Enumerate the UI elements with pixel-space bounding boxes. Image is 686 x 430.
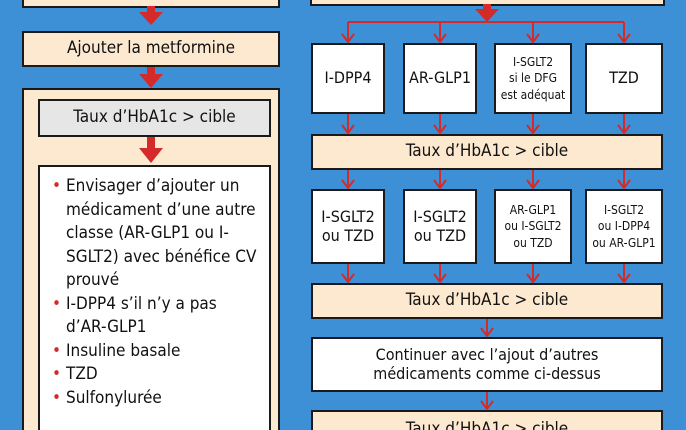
drug-option-tzd: TZD	[585, 43, 663, 114]
treatment-option: Envisager d’ajouter un médicament d’une …	[52, 175, 261, 293]
second-line-option: I-SGLT2 ou I-DPP4 ou AR-GLP1	[585, 189, 663, 264]
drug-option-glp1: AR-GLP1	[403, 43, 477, 114]
hba1c-check-2: Taux d’HbA1c > cible	[311, 283, 663, 319]
arrow-down	[526, 114, 540, 135]
thick-arrow	[475, 4, 499, 22]
arrow-down	[526, 264, 540, 284]
hba1c-check-1: Taux d’HbA1c > cible	[311, 134, 663, 170]
drug-option-sglt2: I-SGLT2 si le DFG est adéquat	[494, 43, 572, 114]
arrow-down	[433, 264, 447, 284]
add-metformin-box: Ajouter la metformine	[22, 31, 280, 67]
arrow-down	[480, 392, 494, 411]
arrow-down	[341, 170, 355, 190]
arrow-down	[341, 114, 355, 135]
arrow-down	[480, 319, 494, 338]
arrow-down	[617, 170, 631, 190]
hba1c-check-3: Taux d’HbA1c > cible	[311, 410, 663, 430]
hba1c-check-left: Taux d’HbA1c > cible	[38, 99, 271, 137]
second-line-option: I-SGLT2 ou TZD	[403, 189, 477, 264]
treatment-option: Sulfonylurée	[52, 387, 261, 411]
thick-arrow	[139, 6, 163, 25]
drug-option-dpp4: I-DPP4	[311, 43, 385, 114]
branch-arrow	[526, 22, 540, 44]
thick-arrow	[139, 67, 163, 88]
second-line-option: I-SGLT2 ou TZD	[311, 189, 385, 264]
arrow-down	[617, 114, 631, 135]
treatment-option: Insuline basale	[52, 340, 261, 364]
treatment-options-list: Envisager d’ajouter un médicament d’une …	[38, 165, 271, 430]
thick-arrow	[139, 137, 163, 163]
branch-arrow	[341, 22, 355, 44]
arrow-down	[341, 264, 355, 284]
arrow-down	[433, 170, 447, 190]
branch-arrow	[433, 22, 447, 44]
treatment-option: I-DPP4 s’il n’y a pas d’AR-GLP1	[52, 293, 261, 340]
second-line-option: AR-GLP1 ou I-SGLT2 ou TZD	[494, 189, 572, 264]
arrow-down	[617, 264, 631, 284]
arrow-down	[526, 170, 540, 190]
treatment-option: TZD	[52, 363, 261, 387]
continue-box: Continuer avec l’ajout d’autres médicame…	[311, 337, 663, 392]
branch-arrow	[617, 22, 631, 44]
arrow-down	[433, 114, 447, 135]
